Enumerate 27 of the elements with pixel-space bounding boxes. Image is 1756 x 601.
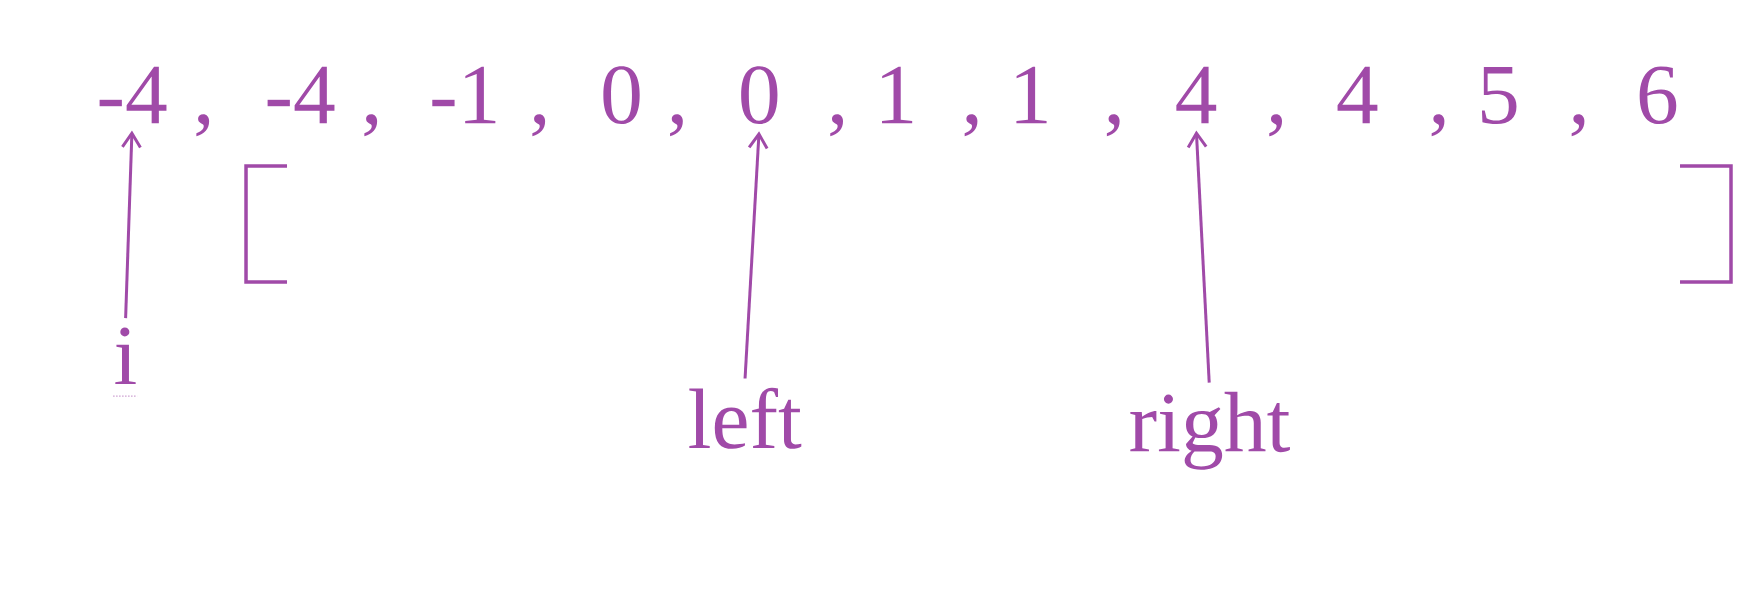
comma: , bbox=[670, 114, 683, 137]
text-label: -1 bbox=[432, 66, 496, 124]
comma: , bbox=[1269, 114, 1282, 137]
comma: , bbox=[830, 114, 843, 137]
text-label: 4 bbox=[1176, 66, 1217, 124]
text-label: 4 bbox=[1337, 66, 1378, 124]
text-label: -4 bbox=[99, 66, 167, 124]
comma: , bbox=[532, 114, 546, 137]
arrow bbox=[1186, 130, 1211, 383]
arrow bbox=[743, 131, 769, 379]
text-label: 0 bbox=[741, 66, 778, 125]
text-label: i bbox=[115, 327, 136, 385]
text-label: 5 bbox=[1481, 67, 1517, 125]
comma: , bbox=[1431, 114, 1445, 137]
text-label: left bbox=[689, 387, 802, 449]
text-label: 6 bbox=[1639, 66, 1677, 125]
comma: , bbox=[964, 114, 978, 137]
text-label: 0 bbox=[603, 66, 640, 125]
text-label: 1 bbox=[882, 66, 913, 124]
comma: , bbox=[1106, 114, 1120, 137]
text-label: right bbox=[1130, 391, 1290, 470]
arrow bbox=[121, 130, 142, 319]
text-label: 1 bbox=[1016, 66, 1047, 124]
text-label: -4 bbox=[267, 66, 335, 124]
comma: , bbox=[364, 114, 378, 137]
comma: , bbox=[1571, 114, 1585, 137]
comma: , bbox=[196, 114, 210, 137]
